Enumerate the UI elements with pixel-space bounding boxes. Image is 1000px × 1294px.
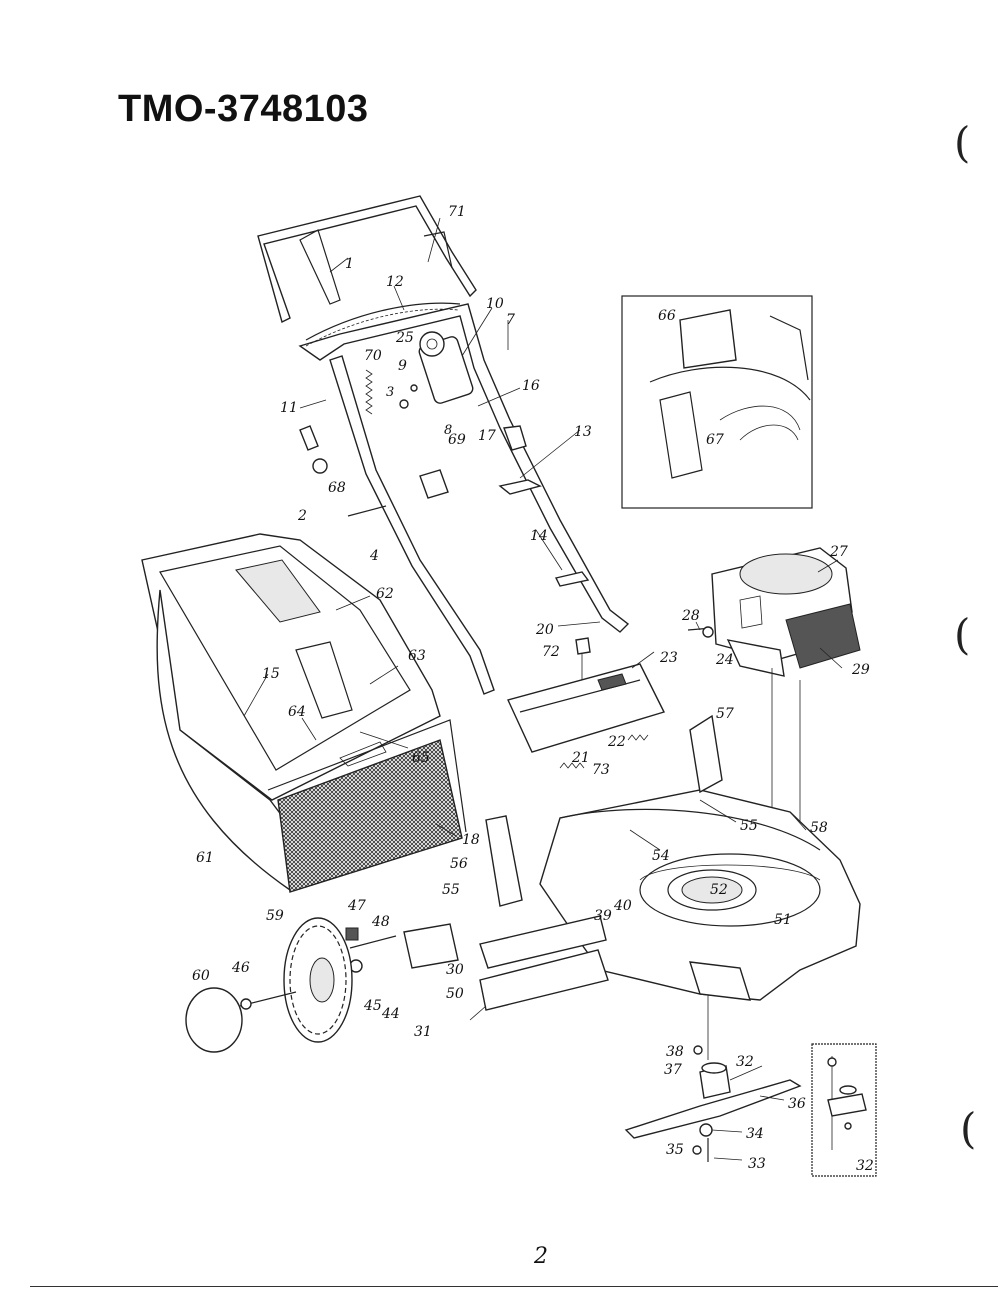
binder-hole-mark: ( [954, 610, 971, 659]
handle-parts-13-14 [498, 425, 590, 587]
part-label-67: 67 [706, 432, 724, 448]
inset-detail-32 [811, 1043, 877, 1177]
part-label-38: 38 [666, 1044, 684, 1060]
part-label-55-lower: 55 [442, 882, 460, 898]
part-label-29: 29 [851, 662, 870, 678]
part-label-18: 18 [462, 832, 480, 848]
part-label-73: 73 [592, 762, 610, 778]
knob-and-hardware [299, 384, 449, 517]
upper-handle [257, 195, 477, 324]
part-label-64: 64 [288, 704, 306, 720]
model-number-title: TMO-3748103 [118, 88, 369, 130]
part-label-30: 30 [446, 962, 464, 978]
part-label-34: 34 [746, 1126, 764, 1142]
engine [687, 547, 861, 677]
part-label-63: 63 [408, 648, 426, 664]
part-label-17: 17 [478, 428, 496, 444]
part-label-57: 57 [716, 706, 734, 722]
lower-handle [298, 303, 630, 695]
part-label-32-inset: 32 [856, 1158, 874, 1174]
part-label-24: 24 [715, 652, 734, 668]
part-label-65: 65 [412, 750, 430, 766]
control-bracket [418, 331, 474, 404]
part-label-62: 62 [376, 586, 394, 602]
part-label-20: 20 [535, 622, 554, 638]
part-label-15: 15 [262, 666, 280, 682]
part-label-22: 22 [607, 734, 626, 750]
part-label-39: 39 [594, 908, 612, 924]
part-label-69: 69 [448, 432, 466, 448]
part-label-8: 8 [444, 423, 452, 438]
part-label-60: 60 [192, 968, 210, 984]
part-label-71: 71 [448, 204, 466, 220]
part-label-11: 11 [280, 400, 298, 416]
part-label-32: 32 [736, 1054, 754, 1070]
part-label-72: 72 [542, 644, 560, 660]
part-label-33: 33 [748, 1156, 766, 1172]
binder-hole-mark: ( [960, 1104, 977, 1153]
part-label-2: 2 [297, 508, 307, 524]
part-number-labels: 1 2 3 4 7 8 9 10 11 12 13 14 15 16 17 18… [192, 204, 874, 1174]
blade-assembly [624, 1045, 802, 1162]
part-label-12: 12 [386, 274, 404, 290]
part-label-48: 48 [371, 914, 390, 930]
part-label-14: 14 [530, 528, 548, 544]
part-label-9: 9 [398, 358, 407, 374]
spring-21-22 [559, 734, 649, 769]
part-label-70: 70 [364, 348, 382, 364]
part-label-51: 51 [774, 912, 792, 928]
wheel-assembly [185, 917, 353, 1053]
binder-hole-mark: ( [954, 118, 971, 167]
part-label-59: 59 [266, 908, 284, 924]
page-number: 2 [534, 1244, 548, 1269]
part-label-36: 36 [788, 1096, 806, 1112]
part-label-61: 61 [196, 850, 214, 866]
part-label-10: 10 [486, 296, 504, 312]
part-label-16: 16 [522, 378, 540, 394]
knob-72 [575, 637, 591, 680]
spring-70 [365, 369, 373, 415]
part-label-1: 1 [345, 256, 354, 272]
part-label-25: 25 [395, 330, 414, 346]
part-label-52: 52 [710, 882, 728, 898]
part-label-4: 4 [369, 548, 379, 564]
part-label-7: 7 [506, 312, 515, 328]
control-cable [305, 302, 461, 347]
inset-detail-66-67 [621, 295, 813, 509]
part-label-13: 13 [574, 424, 592, 440]
part-label-56: 56 [450, 856, 468, 872]
part-label-58: 58 [810, 820, 828, 836]
part-label-27: 27 [829, 544, 848, 560]
part-label-44: 44 [381, 1006, 400, 1022]
part-label-55: 55 [740, 818, 758, 834]
part-label-40: 40 [613, 898, 632, 914]
footer-rule [30, 1286, 998, 1287]
part-label-28: 28 [681, 608, 700, 624]
part-label-23: 23 [659, 650, 678, 666]
part-label-54: 54 [652, 848, 670, 864]
part-label-35: 35 [666, 1142, 684, 1158]
mower-deck [539, 789, 861, 1001]
part-label-31: 31 [414, 1024, 432, 1040]
bracket-57 [689, 714, 723, 794]
part-label-68: 68 [328, 480, 346, 496]
part-label-46: 46 [231, 960, 250, 976]
leader-lines [243, 217, 843, 1161]
rear-door-and-baffle [479, 663, 665, 1011]
part-label-47: 47 [347, 898, 366, 914]
part-label-37: 37 [664, 1062, 682, 1078]
part-label-21: 21 [571, 750, 590, 766]
part-label-45: 45 [363, 998, 382, 1014]
part-label-3: 3 [386, 385, 394, 400]
part-label-66: 66 [658, 308, 676, 324]
part-label-50: 50 [446, 986, 464, 1002]
